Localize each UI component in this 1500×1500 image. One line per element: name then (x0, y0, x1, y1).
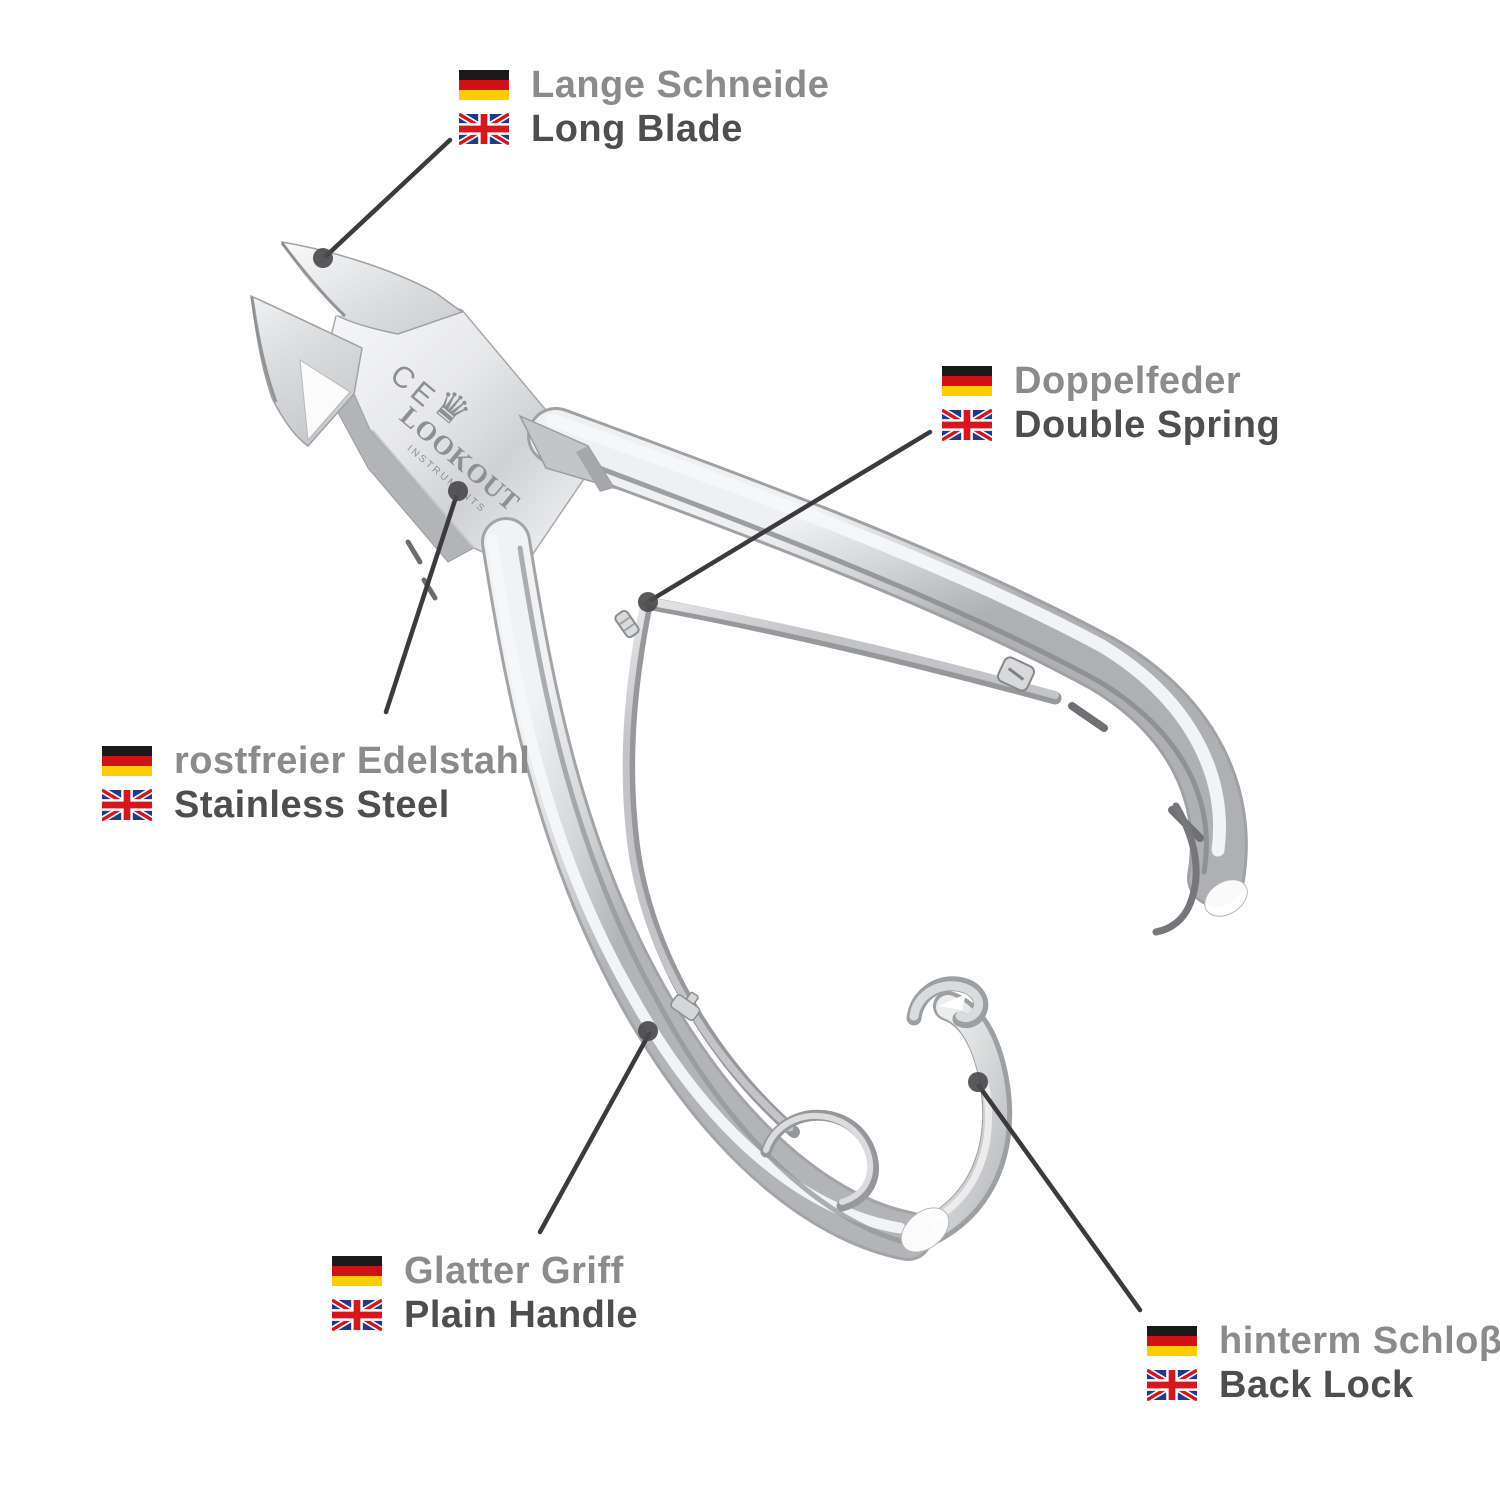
callout-german-label: Doppelfeder (1014, 360, 1242, 402)
spring-rivet (614, 609, 640, 639)
callout-row-german: hinterm Schloβ (1147, 1320, 1500, 1362)
callout-english-label: Double Spring (1014, 404, 1281, 446)
callout-row-german: rostfreier Edelstahl (102, 740, 530, 782)
spring-lower-leaf-face (622, 604, 794, 1132)
callout-english-label: Stainless Steel (174, 784, 450, 826)
callout-stainless-steel: rostfreier Edelstahl Stainless Steel (102, 740, 530, 826)
germany-flag-icon (1147, 1326, 1197, 1356)
callout-row-english: Long Blade (459, 108, 829, 150)
back-lock-hook (909, 981, 984, 1023)
callout-row-german: Doppelfeder (942, 360, 1280, 402)
back-lock-hook-notch (938, 994, 966, 1010)
callout-row-english: Stainless Steel (102, 784, 530, 826)
callout-row-english: Plain Handle (332, 1294, 638, 1336)
callout-back-lock: hinterm Schloβ Back Lock (1147, 1320, 1500, 1406)
callout-row-german: Lange Schneide (459, 64, 829, 106)
upper-handle-tip-highlight (1204, 879, 1248, 917)
germany-flag-icon (102, 746, 152, 776)
callout-plain-handle: Glatter Griff Plain Handle (332, 1250, 638, 1336)
upper-handle-shadow-edge (559, 451, 1209, 875)
callout-dot-double-spring (638, 592, 658, 612)
uk-flag-icon (1147, 1369, 1197, 1401)
callout-english-label: Plain Handle (404, 1294, 639, 1336)
pivot-joint-boss-side (576, 446, 614, 492)
upper-blade-edge (280, 242, 347, 318)
uk-flag-icon (942, 409, 992, 441)
callout-row-english: Back Lock (1147, 1364, 1500, 1406)
callout-line-long-blade (323, 137, 453, 259)
callout-line-plain-handle (537, 1031, 652, 1235)
callout-dot-stainless-steel (448, 481, 468, 501)
callout-english-label: Back Lock (1219, 1364, 1414, 1406)
callout-german-label: hinterm Schloβ (1219, 1320, 1500, 1362)
uk-flag-icon (459, 113, 509, 145)
callout-row-english: Double Spring (942, 404, 1280, 446)
callout-dot-plain-handle (638, 1021, 658, 1041)
callout-german-label: Glatter Griff (404, 1250, 624, 1292)
upper-handle (518, 407, 1248, 936)
callout-line-double-spring (648, 429, 933, 603)
spring-loop (763, 1112, 874, 1205)
callout-dot-long-blade (313, 248, 333, 268)
callout-long-blade: Lange Schneide Long Blade (459, 64, 829, 150)
callout-double-spring: Doppelfeder Double Spring (942, 360, 1280, 446)
upper-handle-slot (1068, 702, 1108, 732)
spring-screw (996, 656, 1036, 692)
germany-flag-icon (332, 1256, 382, 1286)
lower-handle (481, 517, 950, 1261)
lower-blade-inner-facet (299, 359, 351, 442)
double-spring-leaves (614, 597, 1062, 1138)
callout-line-back-lock (976, 1083, 1143, 1313)
upper-handle-tip-groove (1152, 802, 1200, 936)
germany-flag-icon (942, 366, 992, 396)
germany-flag-icon (459, 70, 509, 100)
callout-dot-back-lock (968, 1072, 988, 1092)
uk-flag-icon (332, 1299, 382, 1331)
uk-flag-icon (102, 789, 152, 821)
lower-handle-shadow-edge (517, 545, 915, 1247)
handle-catch-stud (670, 991, 701, 1021)
callout-german-label: rostfreier Edelstahl (174, 740, 531, 782)
callout-pointers (313, 137, 1143, 1313)
head-plate-facet-line (371, 429, 475, 549)
neck-detail-mark (405, 539, 423, 565)
back-lock-arm (883, 976, 1013, 1257)
spring-upper-leaf-face (648, 598, 1059, 699)
lower-blade-edge (250, 296, 278, 403)
lower-handle-tip-highlight (900, 1207, 950, 1253)
callout-line-stainless-steel (383, 494, 459, 715)
callout-german-label: Lange Schneide (531, 64, 830, 106)
callout-row-german: Glatter Griff (332, 1250, 638, 1292)
callout-english-label: Long Blade (531, 108, 743, 150)
upper-handle-highlight (545, 413, 1226, 857)
